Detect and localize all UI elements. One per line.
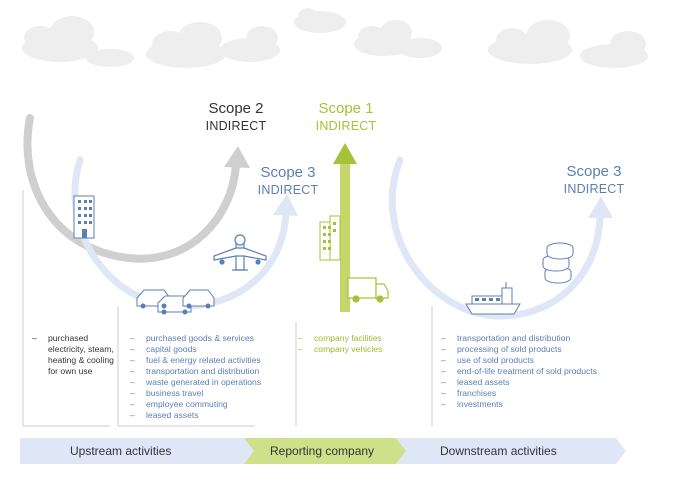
- upstream-segment: [20, 438, 258, 464]
- scope3-upstream-kind: INDIRECT: [257, 182, 319, 197]
- scope1-shaft: [340, 162, 350, 312]
- scope2-arc: [23, 114, 240, 263]
- list-item: leased assets: [441, 377, 601, 388]
- scope2-arrowhead: [224, 146, 250, 168]
- bracket-lines: [22, 190, 433, 427]
- activity-bar: [20, 438, 626, 464]
- airplane-icon: [213, 234, 267, 271]
- scope3-downstream-arc: [388, 156, 604, 320]
- truck-icon: [347, 277, 389, 303]
- downstream-activities-label: Downstream activities: [440, 444, 557, 458]
- list-item: employee commuting: [130, 399, 290, 410]
- upstream-list: purchased goods & services capital goods…: [130, 333, 290, 421]
- cars-icon: [136, 289, 215, 315]
- coins-icon: [542, 242, 574, 284]
- scope3-downstream-name: Scope 3: [566, 163, 622, 180]
- list-item: leased assets: [130, 410, 290, 421]
- list-item: purchased goods & services: [130, 333, 290, 344]
- list-item: business travel: [130, 388, 290, 399]
- scope3-downstream-arrowhead: [588, 196, 613, 218]
- company-list: company facilities company vehicles: [298, 333, 418, 355]
- list-item: fuel & energy related activities: [130, 355, 290, 366]
- list-item: franchises: [441, 388, 601, 399]
- list-item: use of sold products: [441, 355, 601, 366]
- ship-icon: [465, 282, 521, 315]
- list-item: processing of sold products: [441, 344, 601, 355]
- list-item: waste generated in operations: [130, 377, 290, 388]
- list-item: company facilities: [298, 333, 418, 344]
- scope1-label: Scope 1 INDIRECT: [306, 100, 386, 134]
- scope2-kind: INDIRECT: [205, 118, 267, 133]
- scope1-arrowhead: [333, 143, 357, 164]
- building-icon: [73, 195, 95, 239]
- downstream-segment: [396, 438, 626, 464]
- list-item: transportation and distribution: [441, 333, 601, 344]
- scope3-upstream-name: Scope 3: [260, 164, 316, 181]
- reporting-segment: [244, 438, 406, 464]
- list-item: investments: [441, 399, 601, 410]
- scope3-downstream-kind: INDIRECT: [563, 181, 625, 196]
- scope2-label: Scope 2 INDIRECT: [196, 100, 276, 134]
- upstream-activities-label: Upstream activities: [70, 444, 172, 458]
- scope3-upstream-arrowhead: [273, 194, 298, 216]
- list-item: end-of-life treatment of sold products: [441, 366, 597, 377]
- list-item: capital goods: [130, 344, 290, 355]
- company-building-icon: [319, 215, 341, 261]
- cloud-icon: [22, 8, 648, 68]
- list-item: purchased electricity, steam, heating & …: [32, 333, 118, 377]
- scope3-downstream-label: Scope 3 INDIRECT: [554, 163, 634, 197]
- list-item: company vehicles: [298, 344, 418, 355]
- reporting-company-label: Reporting company: [270, 444, 375, 458]
- downstream-list: transportation and distribution processi…: [441, 333, 601, 410]
- scope2-name: Scope 2: [208, 100, 264, 117]
- scope1-name: Scope 1: [318, 100, 374, 117]
- scope3-upstream-label: Scope 3 INDIRECT: [248, 164, 328, 198]
- list-item: transportation and distribution: [130, 366, 290, 377]
- scope1-kind: INDIRECT: [315, 118, 377, 133]
- scope2-list: purchased electricity, steam, heating & …: [32, 333, 118, 377]
